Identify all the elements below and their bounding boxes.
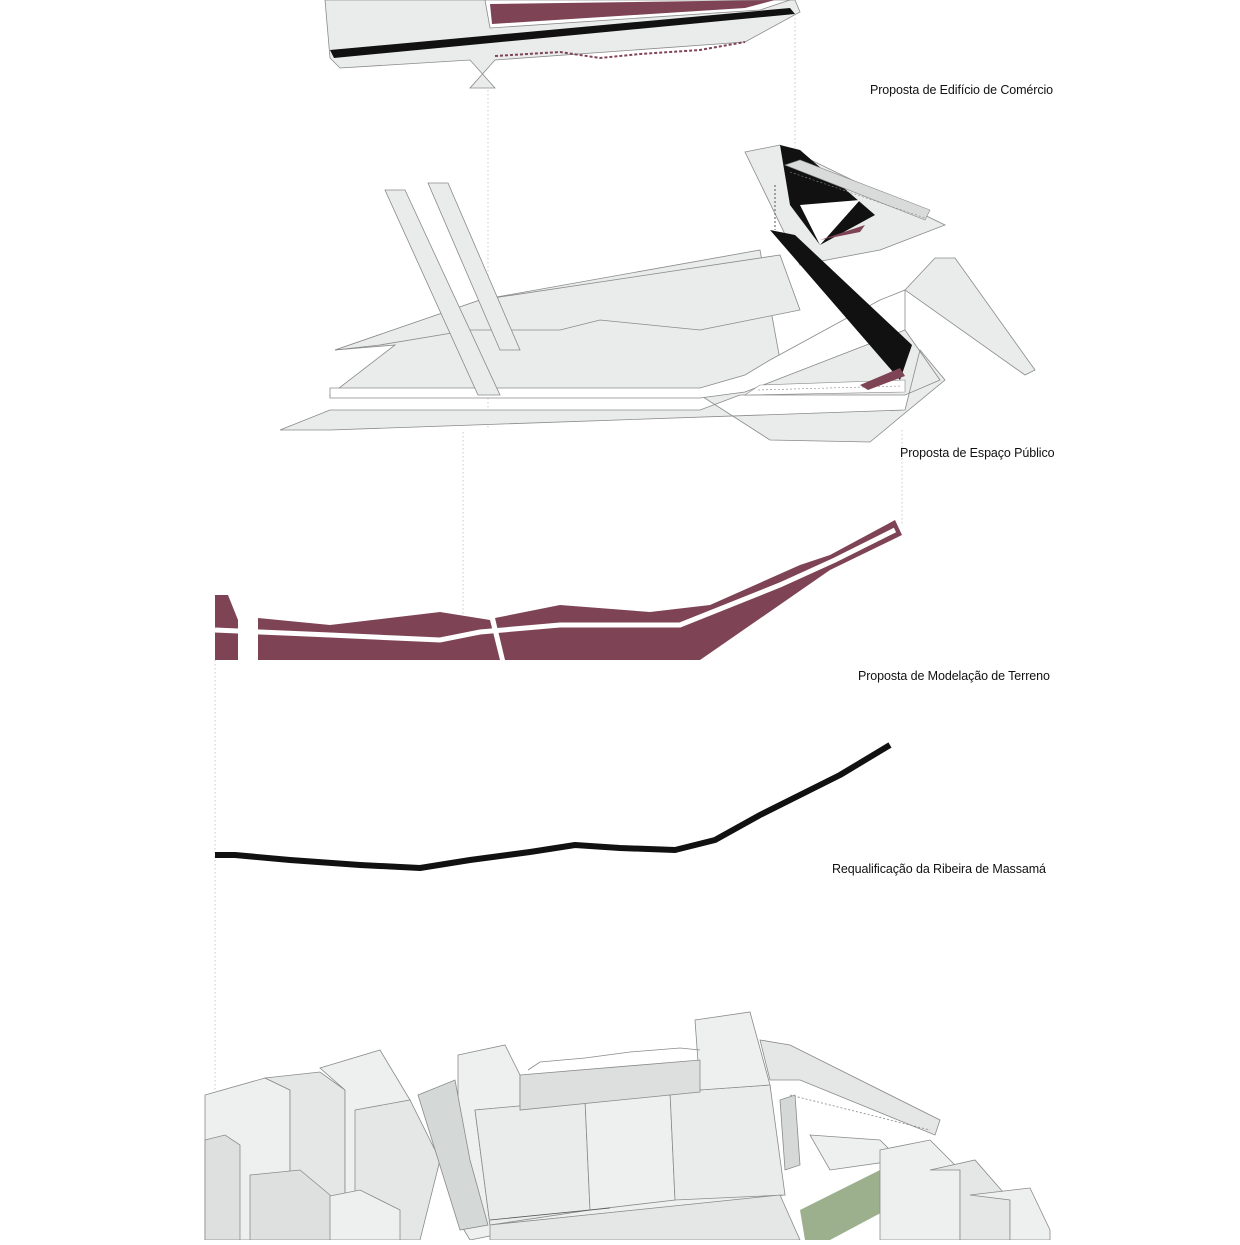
stream-layer bbox=[215, 742, 892, 871]
layer-title-terrain: Proposta de Modelação de Terreno bbox=[858, 669, 1050, 683]
commercial-building-layer bbox=[324, 0, 801, 89]
layer-title-commercial: Proposta de Edifício de Comércio bbox=[870, 83, 1054, 97]
urban-base-layer bbox=[204, 1011, 1051, 1241]
layer-title-stream: Requalificação da Ribeira de Massamá bbox=[832, 862, 1046, 876]
projection-lines bbox=[214, 10, 903, 1095]
public-space-layer bbox=[279, 144, 1036, 443]
layer-title-public-space: Proposta de Espaço Público bbox=[900, 446, 1055, 460]
terrain-layer bbox=[214, 520, 902, 660]
